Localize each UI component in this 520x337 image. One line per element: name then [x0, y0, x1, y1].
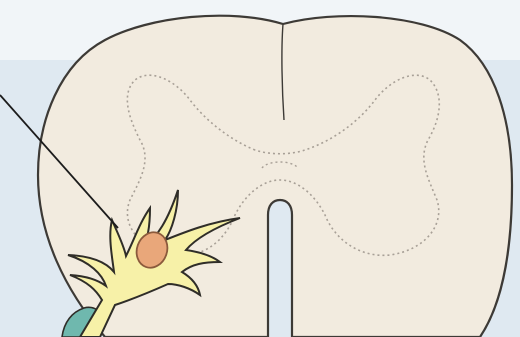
diagram-canvas	[0, 0, 520, 337]
spinal-cord-diagram	[0, 0, 520, 337]
